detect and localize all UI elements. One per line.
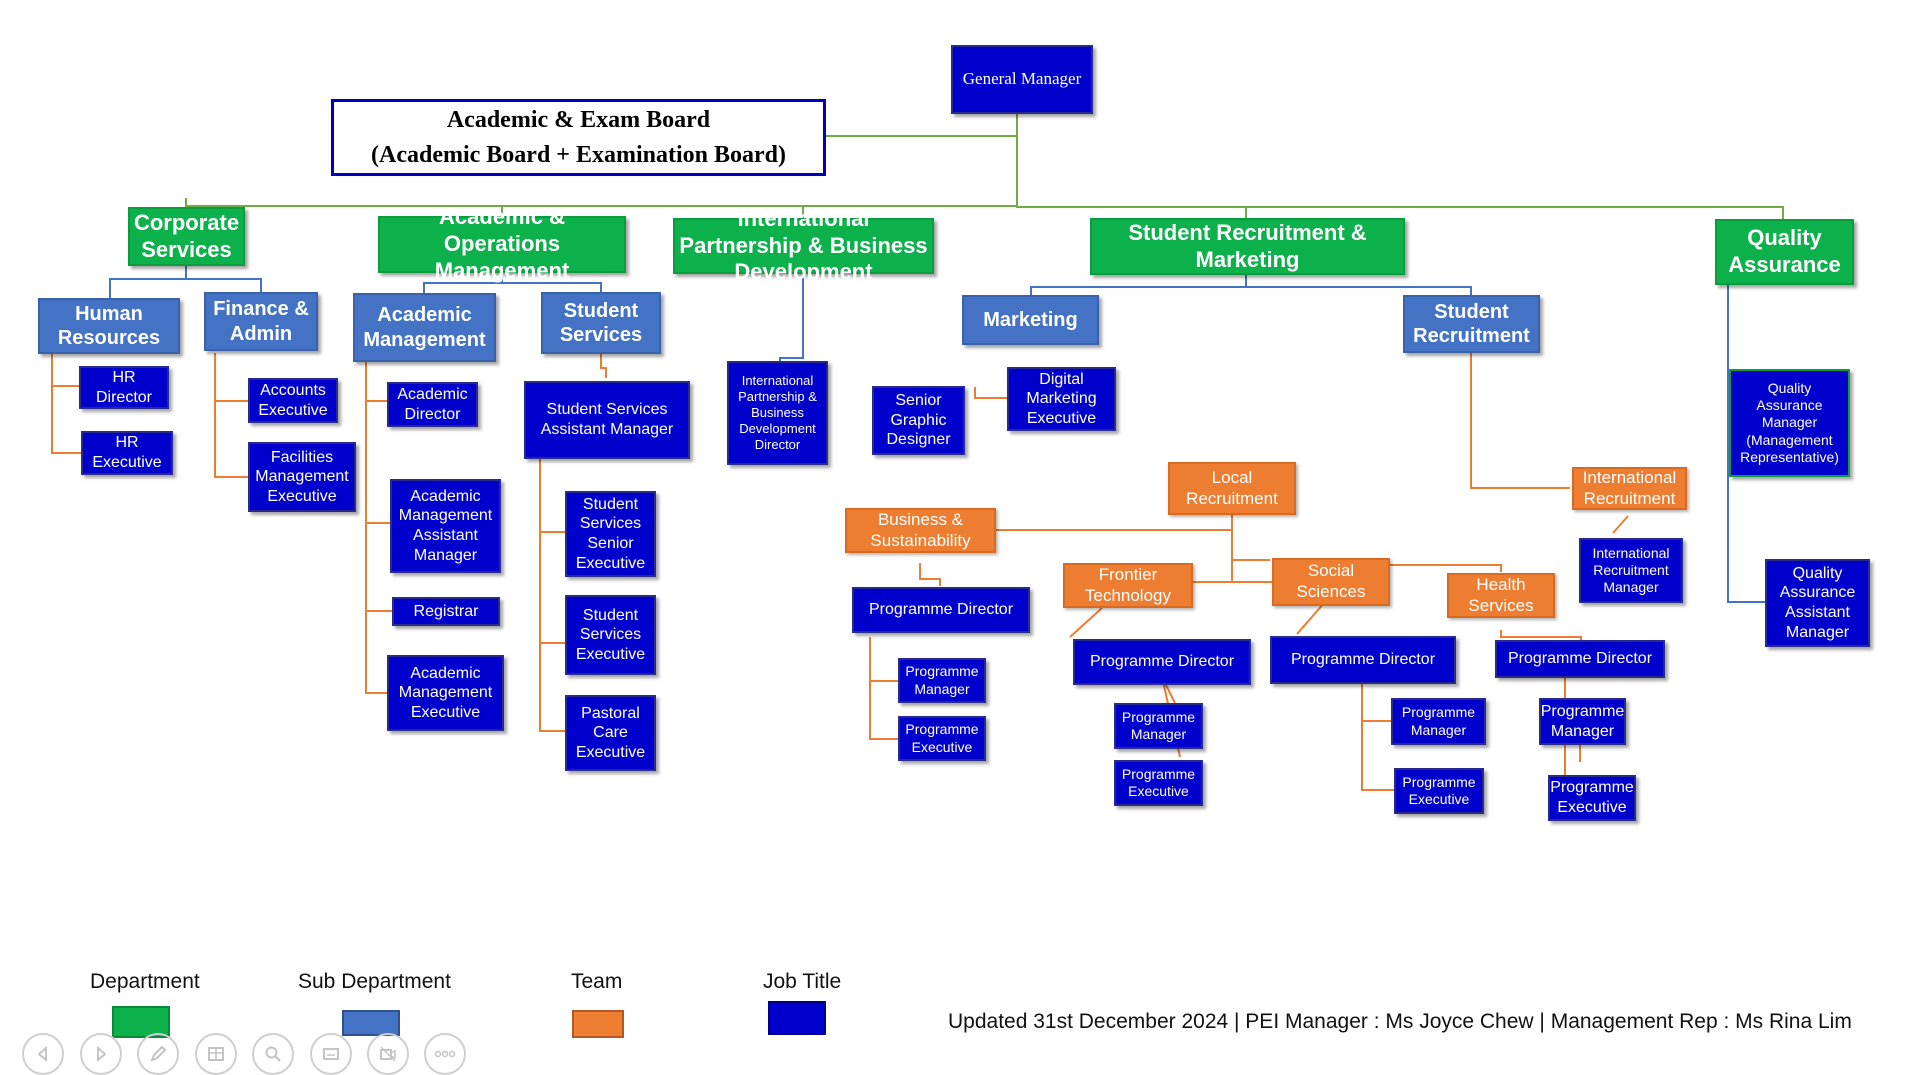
legend-department-swatch xyxy=(112,1006,170,1038)
legend-job-title-swatch xyxy=(768,1001,826,1035)
dept-academic-operations: Academic & Operations Management xyxy=(378,204,626,283)
job-intl-recruitment-manager: International Recruitment Manager xyxy=(1579,538,1683,603)
legend-team-swatch xyxy=(572,1010,624,1038)
board-title-line2: (Academic Board + Examination Board) xyxy=(371,141,786,168)
team-health-services: Health Services xyxy=(1447,573,1555,618)
job-pastoral-care-exec: Pastoral Care Executive xyxy=(565,695,656,771)
dept-international-partnership: International Partnership & Business Dev… xyxy=(673,206,934,284)
job-hr-executive: HR Executive xyxy=(81,431,173,475)
job-programme-director: Programme Director xyxy=(1270,636,1456,684)
job-student-services-asst-manager: Student Services Assistant Manager xyxy=(524,381,690,459)
next-icon[interactable] xyxy=(80,1033,122,1075)
job-senior-graphic-designer: Senior Graphic Designer xyxy=(872,386,965,455)
team-international-recruitment: International Recruitment xyxy=(1572,467,1687,510)
job-programme-executive: Programme Executive xyxy=(898,716,986,761)
job-programme-manager: Programme Manager xyxy=(898,658,986,703)
video-off-icon[interactable] xyxy=(367,1033,409,1075)
sub-student-services: Student Services xyxy=(541,292,661,354)
job-programme-director: Programme Director xyxy=(1073,639,1251,685)
previous-icon[interactable] xyxy=(22,1033,64,1075)
board-title-line1: Academic & Exam Board xyxy=(446,106,711,133)
job-programme-executive: Programme Executive xyxy=(1548,775,1636,821)
job-student-services-exec: Student Services Executive xyxy=(565,595,656,675)
job-ipbd-director: International Partnership & Business Dev… xyxy=(727,361,828,465)
academic-exam-board: Academic & Exam Board (Academic Board + … xyxy=(331,99,826,176)
job-registrar: Registrar xyxy=(392,597,500,626)
job-accounts-executive: Accounts Executive xyxy=(248,378,338,423)
team-business-sustainability: Business & Sustainability xyxy=(845,508,996,553)
team-local-recruitment: Local Recruitment xyxy=(1168,462,1296,515)
team-social-sciences: Social Sciences xyxy=(1272,558,1390,606)
general-manager: General Manager xyxy=(951,45,1093,114)
legend-job-title-label: Job Title xyxy=(763,970,842,993)
job-programme-manager: Programme Manager xyxy=(1539,698,1626,745)
job-programme-executive: Programme Executive xyxy=(1394,768,1484,814)
legend-department-label: Department xyxy=(90,970,200,993)
sub-finance-admin: Finance & Admin xyxy=(204,292,318,351)
pen-icon[interactable] xyxy=(137,1033,179,1075)
sub-academic-management: Academic Management xyxy=(353,293,496,362)
job-academic-director: Academic Director xyxy=(387,382,478,427)
job-academic-asst-manager: Academic Management Assistant Manager xyxy=(390,479,501,573)
legend-team-label: Team xyxy=(571,970,623,993)
zoom-icon[interactable] xyxy=(252,1033,294,1075)
job-facilities-management-executive: Facilities Management Executive xyxy=(248,442,356,512)
job-programme-director: Programme Director xyxy=(1495,640,1665,678)
job-programme-director: Programme Director xyxy=(852,587,1030,633)
team-frontier-technology: Frontier Technology xyxy=(1063,563,1193,608)
job-academic-management-executive: Academic Management Executive xyxy=(387,655,504,731)
footer-update-note: Updated 31st December 2024 | PEI Manager… xyxy=(948,1010,1852,1033)
dept-quality-assurance: Quality Assurance xyxy=(1715,219,1854,285)
job-hr-director: HR Director xyxy=(79,366,169,409)
sub-marketing: Marketing xyxy=(962,295,1099,345)
job-qa-asst-manager: Quality Assurance Assistant Manager xyxy=(1765,559,1870,647)
job-qa-manager: Quality Assurance Manager (Management Re… xyxy=(1729,369,1850,477)
subtitles-icon[interactable] xyxy=(310,1033,352,1075)
legend-sub-department-swatch xyxy=(342,1010,400,1036)
job-programme-manager: Programme Manager xyxy=(1114,703,1203,749)
legend-sub-department-label: Sub Department xyxy=(298,970,451,993)
job-student-services-senior-exec: Student Services Senior Executive xyxy=(565,491,656,577)
job-programme-manager: Programme Manager xyxy=(1391,698,1486,745)
slides-icon[interactable] xyxy=(195,1033,237,1075)
job-digital-marketing-exec: Digital Marketing Executive xyxy=(1007,367,1116,431)
more-icon[interactable] xyxy=(424,1033,466,1075)
job-programme-executive: Programme Executive xyxy=(1114,760,1203,806)
dept-corporate-services: Corporate Services xyxy=(128,207,245,266)
sub-student-recruitment: Student Recruitment xyxy=(1403,295,1540,353)
sub-human-resources: Human Resources xyxy=(38,298,180,354)
dept-student-recruitment-marketing: Student Recruitment & Marketing xyxy=(1090,218,1405,275)
